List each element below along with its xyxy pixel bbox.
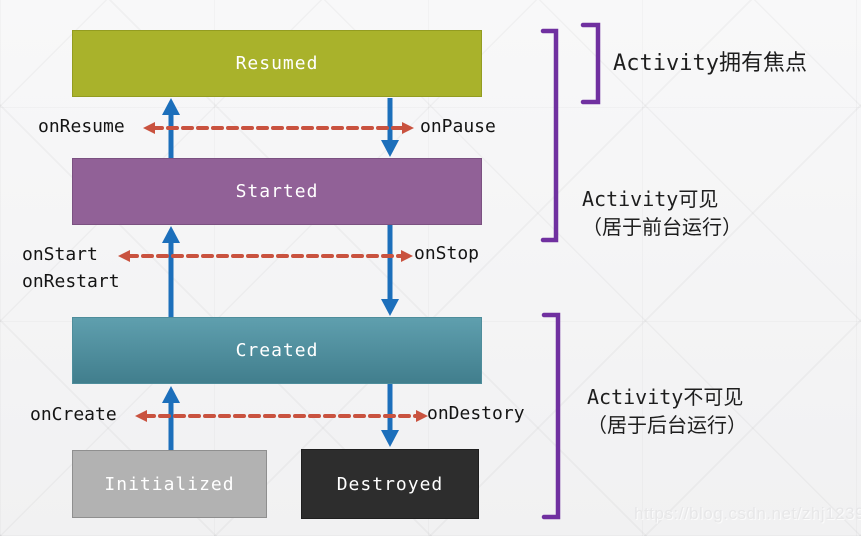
state-label-created: Created [235, 340, 319, 361]
callback-label-onpause: onPause [420, 116, 496, 137]
arrow-dashed-start-stop [118, 250, 413, 262]
arrow-down-stop [381, 225, 399, 316]
state-box-resumed: Resumed [72, 30, 482, 97]
state-label-destroyed: Destroyed [336, 473, 444, 495]
callback-label-oncreate: onCreate [30, 404, 117, 425]
arrow-down-destroy [381, 384, 399, 447]
csdn-watermark: https://blog.csdn.net/zhj12399 [634, 504, 861, 523]
callback-label-onstop: onStop [414, 243, 480, 264]
annotation-activity-visible: Activity可见 （居于前台运行） [582, 185, 742, 241]
callback-label-onresume: onResume [38, 116, 125, 137]
state-box-initialized: Initialized [72, 450, 267, 518]
arrow-dashed-create-destory [135, 410, 428, 422]
bracket-visible [540, 28, 559, 243]
state-box-started: Started [72, 158, 482, 225]
state-box-created: Created [72, 317, 482, 384]
arrow-up-create [162, 386, 180, 450]
callback-label-onstart: onStart [22, 244, 98, 265]
callback-label-ondestory: onDestory [427, 403, 525, 424]
annotation-activity-focused: Activity拥有焦点 [613, 51, 807, 77]
arrow-up-resume [162, 98, 180, 158]
annotation-visible-line1: Activity可见 [582, 187, 719, 211]
arrow-up-start [162, 226, 180, 317]
annotation-visible-line2: （居于前台运行） [582, 215, 742, 239]
state-label-started: Started [235, 181, 319, 202]
bracket-focused [580, 22, 601, 105]
bracket-invisible [541, 312, 561, 520]
annotation-focused-line1: Activity拥有焦点 [613, 51, 807, 76]
callback-label-onrestart: onRestart [22, 271, 120, 292]
state-box-destroyed: Destroyed [301, 449, 479, 519]
arrow-down-pause [381, 98, 399, 157]
annotation-invisible-line1: Activity不可见 [587, 385, 744, 409]
annotation-activity-invisible: Activity不可见 （居于后台运行） [587, 383, 747, 439]
annotation-invisible-line2: （居于后台运行） [587, 413, 747, 437]
state-label-initialized: Initialized [104, 473, 235, 495]
arrow-dashed-resume-pause [143, 122, 414, 134]
state-label-resumed: Resumed [235, 53, 319, 74]
